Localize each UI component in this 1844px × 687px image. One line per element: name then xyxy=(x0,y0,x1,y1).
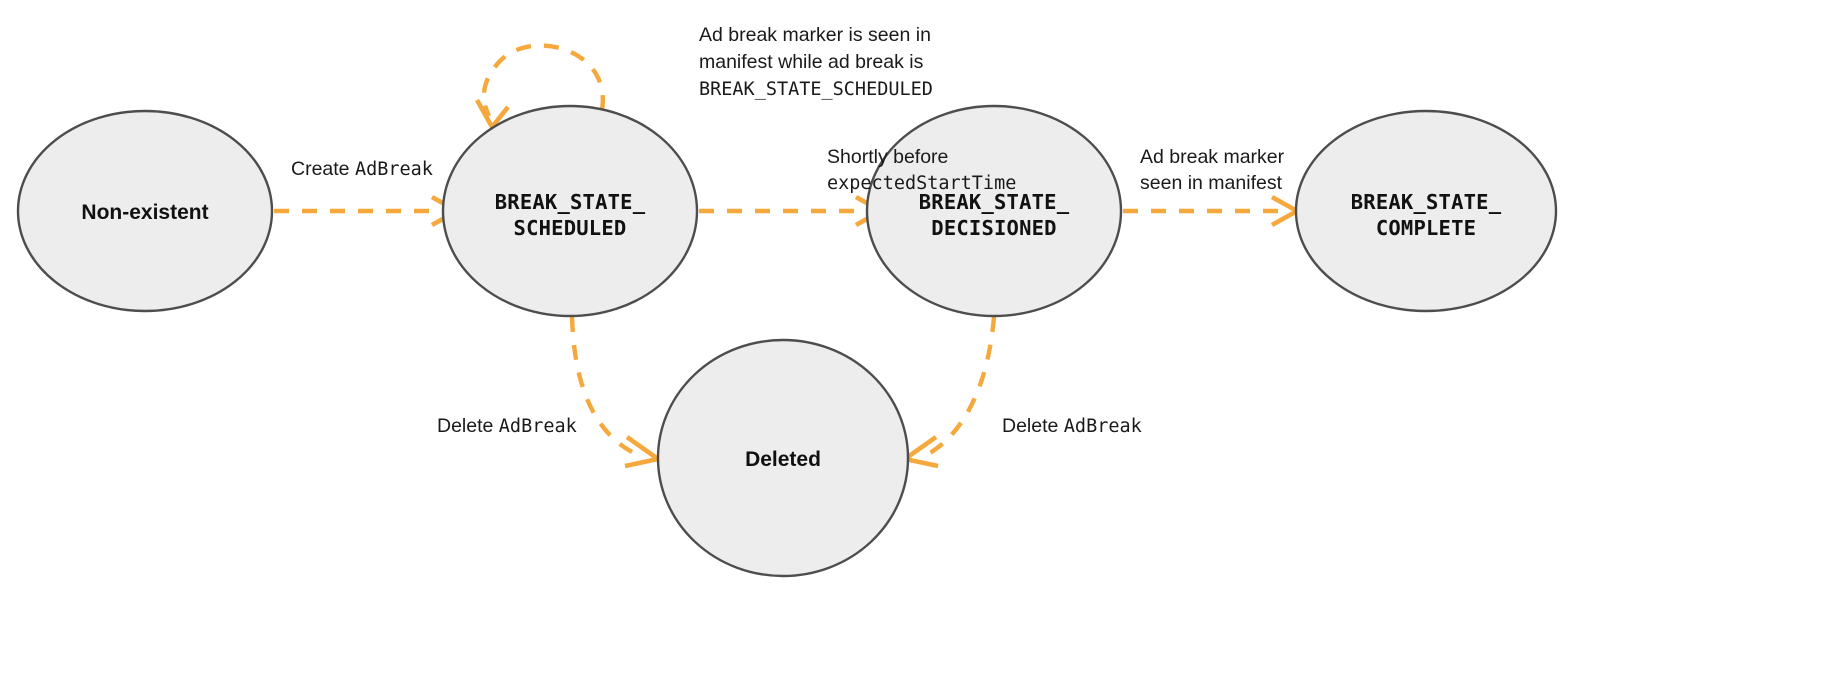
node-shape[interactable] xyxy=(656,338,910,578)
node-deleted[interactable]: Deleted xyxy=(656,338,910,578)
edge-label-line-2: seen in manifest xyxy=(1140,172,1283,194)
edge-decisioned-to-deleted xyxy=(899,316,997,469)
edge-label-text: Delete AdBreak xyxy=(437,415,577,437)
edge-label-scheduled-to-decisioned: Shortly before expectedStartTime xyxy=(827,146,1016,194)
edge-create-adbreak xyxy=(274,194,462,228)
label-part-sans: Delete xyxy=(1002,415,1064,437)
label-part-sans: Delete xyxy=(437,415,499,437)
edge-decisioned-to-complete xyxy=(1123,194,1302,228)
edge-label-line-1: Shortly before xyxy=(827,146,948,168)
label-part-mono: AdBreak xyxy=(499,416,577,437)
edge-label-text: Delete AdBreak xyxy=(1002,415,1142,437)
node-break-state-scheduled[interactable]: BREAK_STATE_ SCHEDULED xyxy=(441,104,699,318)
node-shape[interactable] xyxy=(1294,109,1558,313)
label-part-sans: Create xyxy=(291,158,355,180)
label-part-mono: AdBreak xyxy=(1064,416,1142,437)
node-break-state-decisioned[interactable]: BREAK_STATE_ DECISIONED xyxy=(865,104,1123,318)
edge-label-line-2: expectedStartTime xyxy=(827,173,1016,194)
node-label: Non-existent xyxy=(81,201,208,224)
node-shape[interactable] xyxy=(441,104,699,318)
label-part-mono: AdBreak xyxy=(355,159,433,180)
edge-label-decisioned-to-deleted: Delete AdBreak xyxy=(1002,415,1142,437)
node-label-line-1: BREAK_STATE_ xyxy=(919,190,1070,214)
edge-line xyxy=(481,43,605,117)
node-label: Deleted xyxy=(745,448,821,471)
node-label-line-1: BREAK_STATE_ xyxy=(1351,190,1502,214)
node-label-line-2: SCHEDULED xyxy=(514,216,627,240)
node-label-line-2: COMPLETE xyxy=(1376,216,1476,240)
edge-line xyxy=(928,316,997,455)
node-non-existent[interactable]: Non-existent xyxy=(16,109,274,313)
edge-label-decisioned-to-complete: Ad break marker seen in manifest xyxy=(1140,146,1285,194)
edge-label-line-3: BREAK_STATE_SCHEDULED xyxy=(699,79,933,100)
edge-label-scheduled-self-loop: Ad break marker is seen in manifest whil… xyxy=(699,24,933,100)
edge-label-line-1: Ad break marker xyxy=(1140,146,1285,168)
node-break-state-complete[interactable]: BREAK_STATE_ COMPLETE xyxy=(1294,109,1558,313)
node-shape[interactable] xyxy=(865,104,1123,318)
edge-label-text: Create AdBreak xyxy=(291,158,433,180)
edge-scheduled-to-decisioned xyxy=(699,194,886,228)
node-shape[interactable] xyxy=(16,109,274,313)
node-label-line-2: DECISIONED xyxy=(931,216,1056,240)
node-label-line-1: BREAK_STATE_ xyxy=(495,190,646,214)
edge-label-scheduled-to-deleted: Delete AdBreak xyxy=(437,415,577,437)
edge-label-create-adbreak: Create AdBreak xyxy=(291,158,433,180)
edge-label-line-1: Ad break marker is seen in xyxy=(699,24,931,46)
edge-label-line-2: manifest while ad break is xyxy=(699,51,924,73)
edge-scheduled-to-deleted xyxy=(569,316,664,469)
edge-line xyxy=(569,316,634,454)
